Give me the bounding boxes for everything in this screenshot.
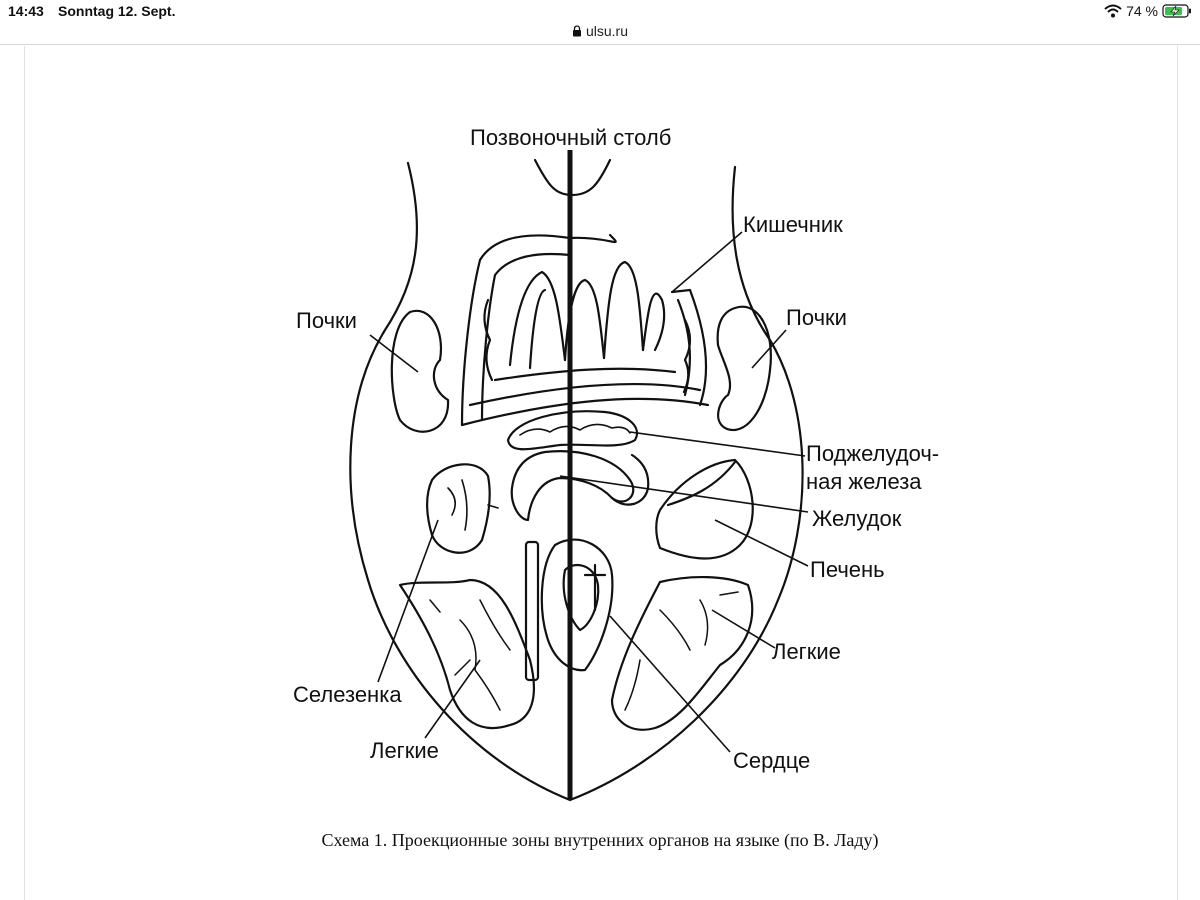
stomach-shape: [510, 450, 635, 522]
lungs-left-shape: [398, 578, 535, 730]
label-stomach: Желудок: [812, 506, 902, 531]
tongue-organ-diagram: Позвоночный столб Кишечник Почки Почки П…: [293, 125, 939, 802]
tongue-outline-right: [568, 165, 804, 802]
kidney-right-shape: [716, 305, 772, 431]
url-text[interactable]: ulsu.ru: [585, 23, 629, 39]
label-lungs-left: Легкие: [370, 738, 439, 763]
url-bar[interactable]: ulsu.ru: [0, 20, 1200, 45]
status-time: 14:43: [8, 3, 44, 19]
lock-icon: [572, 25, 581, 37]
label-liver: Печень: [810, 557, 885, 582]
status-bar: 14:43 Sonntag 12. Sept. 74 %: [0, 0, 1200, 22]
battery-charging-icon: [1162, 4, 1191, 18]
label-kidneys-right: Почки: [786, 305, 847, 330]
wifi-icon: [1104, 4, 1122, 18]
label-heart: Сердце: [733, 748, 810, 773]
label-spleen: Селезенка: [293, 682, 402, 707]
status-right: 74 %: [1104, 3, 1192, 19]
label-spine: Позвоночный столб: [470, 125, 671, 150]
lungs-right-shape: [610, 576, 754, 731]
page-content: [24, 46, 1178, 900]
spleen-shape: [426, 463, 491, 554]
figure-caption: Схема 1. Проекционные зоны внутренних ор…: [321, 830, 879, 850]
intestine-shape: [460, 233, 710, 427]
pancreas-shape: [506, 410, 638, 451]
liver-shape: [655, 458, 754, 560]
heart-shape: [540, 538, 614, 672]
label-pancreas-2: ная железа: [806, 469, 922, 494]
status-date: Sonntag 12. Sept.: [58, 3, 176, 19]
label-lungs-right: Легкие: [772, 639, 841, 664]
aorta-tube: [524, 540, 540, 682]
label-intestine: Кишечник: [743, 212, 843, 237]
label-kidneys-left: Почки: [296, 308, 357, 333]
kidney-left-shape: [390, 309, 450, 433]
label-pancreas-1: Поджелудоч-: [806, 441, 939, 466]
battery-percent: 74 %: [1126, 3, 1158, 19]
tongue-outline-left: [349, 161, 572, 802]
